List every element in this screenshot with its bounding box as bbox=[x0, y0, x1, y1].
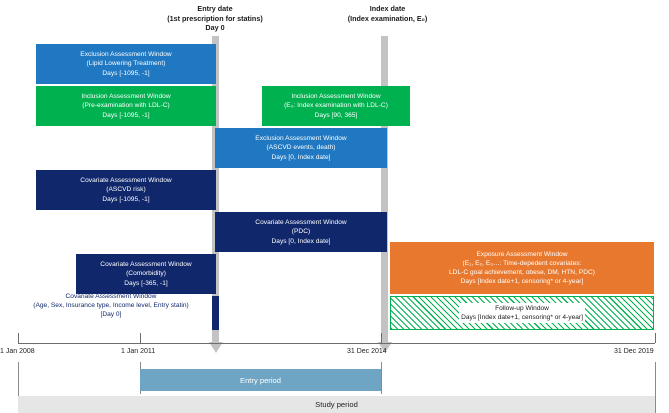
axis-tick-2 bbox=[381, 333, 382, 343]
entry-date-header-line3: Day 0 bbox=[205, 23, 225, 33]
window-line1: Inclusion Assessment Window bbox=[81, 93, 171, 101]
axis-tick-label-2: 31 Dec 2014 bbox=[347, 348, 387, 355]
entry-period-right-rule bbox=[381, 362, 382, 394]
window-line2: (Lipid Lowering Treatment) bbox=[86, 60, 166, 68]
window-line1: Exposure Assessment Window bbox=[476, 250, 568, 258]
covariate-demographics-line2: (Age, Sex, Insurance type, Income level,… bbox=[33, 302, 189, 310]
window-line3: Days [-365, -1] bbox=[124, 279, 168, 287]
study-period-right-rule bbox=[655, 362, 656, 413]
axis-tick-3 bbox=[655, 333, 656, 343]
window-covariate-pdc: Covariate Assessment Window (PDC) Days [… bbox=[215, 212, 387, 252]
entry-period-bar: Entry period bbox=[140, 369, 381, 391]
follow-up-line2: Days [Index date+1, censoring* or 4-year… bbox=[461, 314, 583, 321]
window-line2: (Pre-examination with LDL-C) bbox=[82, 102, 170, 110]
entry-date-arrow-icon bbox=[208, 342, 223, 353]
window-line3: Days [-1095, -1] bbox=[102, 111, 150, 119]
follow-up-text: Follow-up Window Days [Index date+1, cen… bbox=[459, 302, 585, 324]
axis-tick-label-3: 31 Dec 2019 bbox=[614, 348, 654, 355]
window-line2: (E₁, E₂, E₃…: Time-depedent covariates: bbox=[462, 259, 582, 267]
window-line1: Inclusion Assessment Window bbox=[291, 93, 381, 101]
window-inclusion-index-examination: Inclusion Assessment Window (E₀: Index e… bbox=[262, 86, 410, 126]
covariate-demographics-line3: [Day 0] bbox=[100, 311, 122, 319]
window-covariate-demographics-label: Covariate Assessment Window (Age, Sex, I… bbox=[6, 292, 216, 320]
covariate-demographics-line1: Covariate Assessment Window bbox=[65, 293, 157, 300]
index-date-header-line2: (Index examination, E₀) bbox=[347, 13, 428, 23]
follow-up-line1: Follow-up Window bbox=[495, 304, 549, 312]
window-line1: Covariate Assessment Window bbox=[80, 177, 172, 185]
window-line3: Days [90, 365] bbox=[314, 111, 358, 119]
window-exclusion-lipid-lowering: Exclusion Assessment Window (Lipid Lower… bbox=[36, 44, 216, 84]
window-line3: Days [0, Index date] bbox=[271, 153, 331, 161]
window-line1: Covariate Assessment Window bbox=[100, 261, 192, 269]
window-line3: Days [-1095, -1] bbox=[102, 195, 150, 203]
window-line1: Exclusion Assessment Window bbox=[255, 135, 347, 143]
index-date-vertical-bar bbox=[381, 36, 388, 345]
window-line1: Covariate Assessment Window bbox=[255, 219, 347, 227]
window-line2: (ASCVD risk) bbox=[106, 186, 146, 194]
entry-date-header: Entry date (1st prescription for statins… bbox=[125, 4, 305, 33]
window-covariate-ascvd-risk: Covariate Assessment Window (ASCVD risk)… bbox=[36, 170, 216, 210]
axis-tick-0 bbox=[18, 333, 19, 343]
study-period-left-rule bbox=[18, 362, 19, 413]
window-line2: (PDC) bbox=[291, 228, 311, 236]
window-line3: LDL-C goal achievement, obese, DM, HTN, … bbox=[449, 269, 595, 276]
window-exclusion-ascvd-events: Exclusion Assessment Window (ASCVD event… bbox=[215, 128, 387, 168]
axis-tick-label-1: 1 Jan 2011 bbox=[121, 348, 156, 355]
entry-date-header-line2: (1st prescription for statins) bbox=[167, 13, 263, 23]
study-period-bar: Study period bbox=[18, 396, 655, 413]
window-line2: (Comorbidity) bbox=[126, 270, 166, 278]
window-exposure-assessment: Exposure Assessment Window (E₁, E₂, E₃…:… bbox=[390, 242, 654, 294]
window-line4: Days [Index date+1, censoring* or 4-year… bbox=[460, 278, 584, 286]
entry-date-header-line1: Entry date bbox=[197, 4, 233, 13]
window-covariate-comorbidity: Covariate Assessment Window (Comorbidity… bbox=[76, 254, 216, 294]
index-date-arrow-icon bbox=[377, 342, 392, 353]
axis-tick-label-0: 1 Jan 2008 bbox=[0, 348, 35, 355]
index-date-header: Index date (Index examination, E₀) bbox=[295, 4, 480, 23]
window-follow-up: Follow-up Window Days [Index date+1, cen… bbox=[390, 296, 654, 330]
window-line2: (E₀: Index examination with LDL-C) bbox=[284, 102, 388, 110]
window-line3: Days [-1095, -1] bbox=[102, 69, 150, 77]
window-inclusion-pre-examination: Inclusion Assessment Window (Pre-examina… bbox=[36, 86, 216, 126]
window-line1: Exclusion Assessment Window bbox=[80, 51, 172, 59]
axis-tick-1 bbox=[140, 333, 141, 343]
window-covariate-demographics-marker bbox=[212, 296, 219, 330]
index-date-header-line1: Index date bbox=[369, 4, 406, 13]
window-line2: (ASCVD events, death) bbox=[266, 144, 336, 152]
timeline-axis bbox=[18, 343, 655, 344]
window-line3: Days [0, Index date] bbox=[271, 237, 331, 245]
